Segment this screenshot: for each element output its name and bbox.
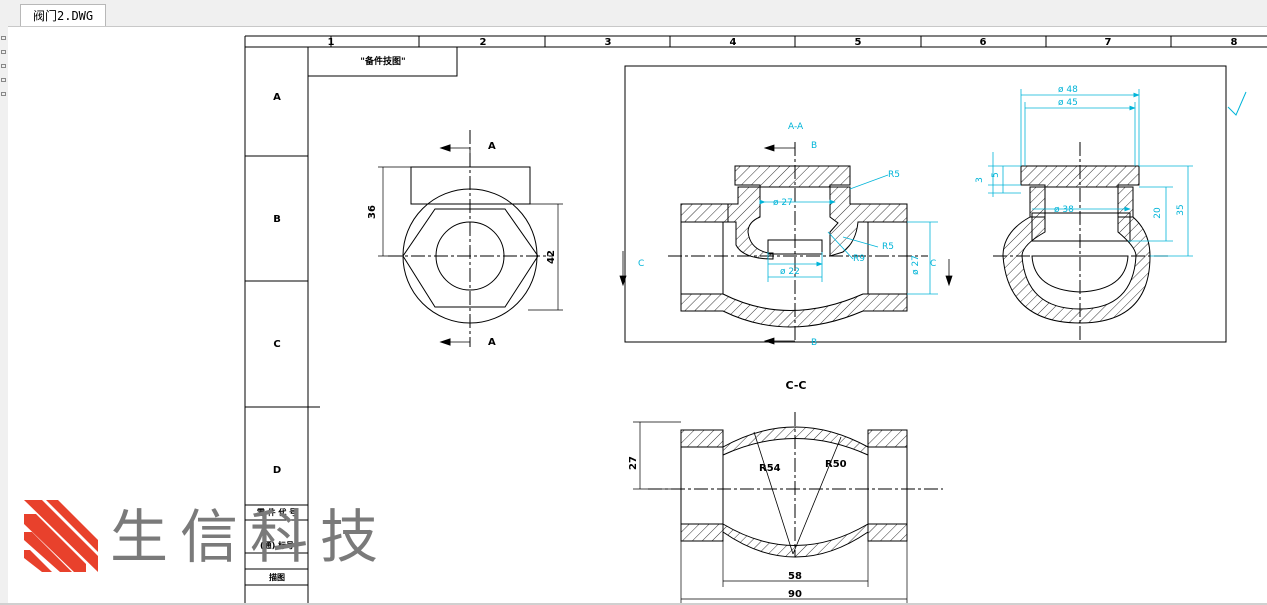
grid-column-label: 2 xyxy=(480,37,487,48)
toolbar-tick-icon[interactable] xyxy=(1,50,6,54)
check-mark-icon xyxy=(1227,91,1247,116)
dimension-label: ø 27 xyxy=(773,198,793,208)
grid-column-label: 3 xyxy=(605,37,612,48)
section-mark-label: A xyxy=(488,337,496,348)
dimension-label: ø 38 xyxy=(1054,205,1074,215)
dimension-label: R54 xyxy=(759,463,781,474)
dimension-label: 58 xyxy=(788,571,802,582)
drawing-canvas[interactable]: 1 2 3 4 5 6 7 8 A B C D "备件技图" 零 件 代 号 (… xyxy=(8,27,1267,605)
parts-table-cell: 零 件 代 号 xyxy=(256,507,297,517)
dimension-label: ø 27 xyxy=(911,255,921,275)
cad-drawing: 1 2 3 4 5 6 7 8 A B C D "备件技图" 零 件 代 号 (… xyxy=(244,35,1267,605)
section-mark-label: C xyxy=(638,259,644,269)
status-bar-edge xyxy=(0,603,1267,605)
dimension-label: ø 22 xyxy=(780,267,800,277)
dimension-label: 5 xyxy=(991,172,1001,178)
document-tab[interactable]: 阀门2.DWG xyxy=(20,4,107,26)
dimension-label: R5 xyxy=(888,170,900,180)
section-title: C-C xyxy=(786,379,807,392)
toolbar-tick-icon[interactable] xyxy=(1,92,6,96)
grid-column-label: 6 xyxy=(980,37,987,48)
dimension-label: ø 48 xyxy=(1058,85,1078,95)
section-mark-label: C xyxy=(930,259,936,269)
logo-stripes-icon xyxy=(24,500,98,572)
dimension-label: 27 xyxy=(628,456,639,470)
watermark-text: 生信科技 xyxy=(110,503,391,571)
document-tab-bar: 阀门2.DWG xyxy=(8,0,1267,27)
parts-table-cell: (通) 标号 xyxy=(260,540,294,550)
grid-row-label: C xyxy=(273,339,280,350)
dimension-label: R5 xyxy=(882,242,894,252)
dimension-label: 42 xyxy=(546,250,557,264)
front-view xyxy=(378,130,563,347)
section-mark-label: B xyxy=(811,141,817,151)
section-mark-label: B xyxy=(811,338,817,348)
sheet-frame xyxy=(244,35,1267,605)
title-box-text: "备件技图" xyxy=(360,55,405,67)
grid-row-label: A xyxy=(273,92,281,103)
grid-column-label: 5 xyxy=(855,37,862,48)
dimension-label: 90 xyxy=(788,589,802,600)
dimension-label: 35 xyxy=(1176,204,1186,215)
toolbar-tick-icon[interactable] xyxy=(1,64,6,68)
dimension-label: R50 xyxy=(825,459,847,470)
toolbar-tick-icon[interactable] xyxy=(1,78,6,82)
grid-column-label: 1 xyxy=(328,37,335,48)
dimension-label: 20 xyxy=(1153,207,1163,219)
dimension-label: ø 45 xyxy=(1058,98,1078,108)
section-right-view xyxy=(993,142,1168,342)
grid-row-label: D xyxy=(273,465,281,476)
section-cc-view xyxy=(633,412,943,605)
grid-column-label: 4 xyxy=(730,37,737,48)
dimension-label: 3 xyxy=(975,177,985,183)
section-title: A-A xyxy=(788,122,804,132)
grid-column-label: 7 xyxy=(1105,37,1112,48)
toolbar-tick-icon[interactable] xyxy=(1,36,6,40)
dimension-label: R9 xyxy=(853,254,865,264)
section-mark-label: A xyxy=(488,141,496,152)
section-aa-view xyxy=(668,142,928,342)
dimension-label: 36 xyxy=(367,205,378,219)
parts-table-cell: 描图 xyxy=(269,572,285,582)
watermark-logo: 生信科技 xyxy=(22,500,422,572)
grid-row-label: B xyxy=(273,214,281,225)
grid-column-label: 8 xyxy=(1231,37,1238,48)
